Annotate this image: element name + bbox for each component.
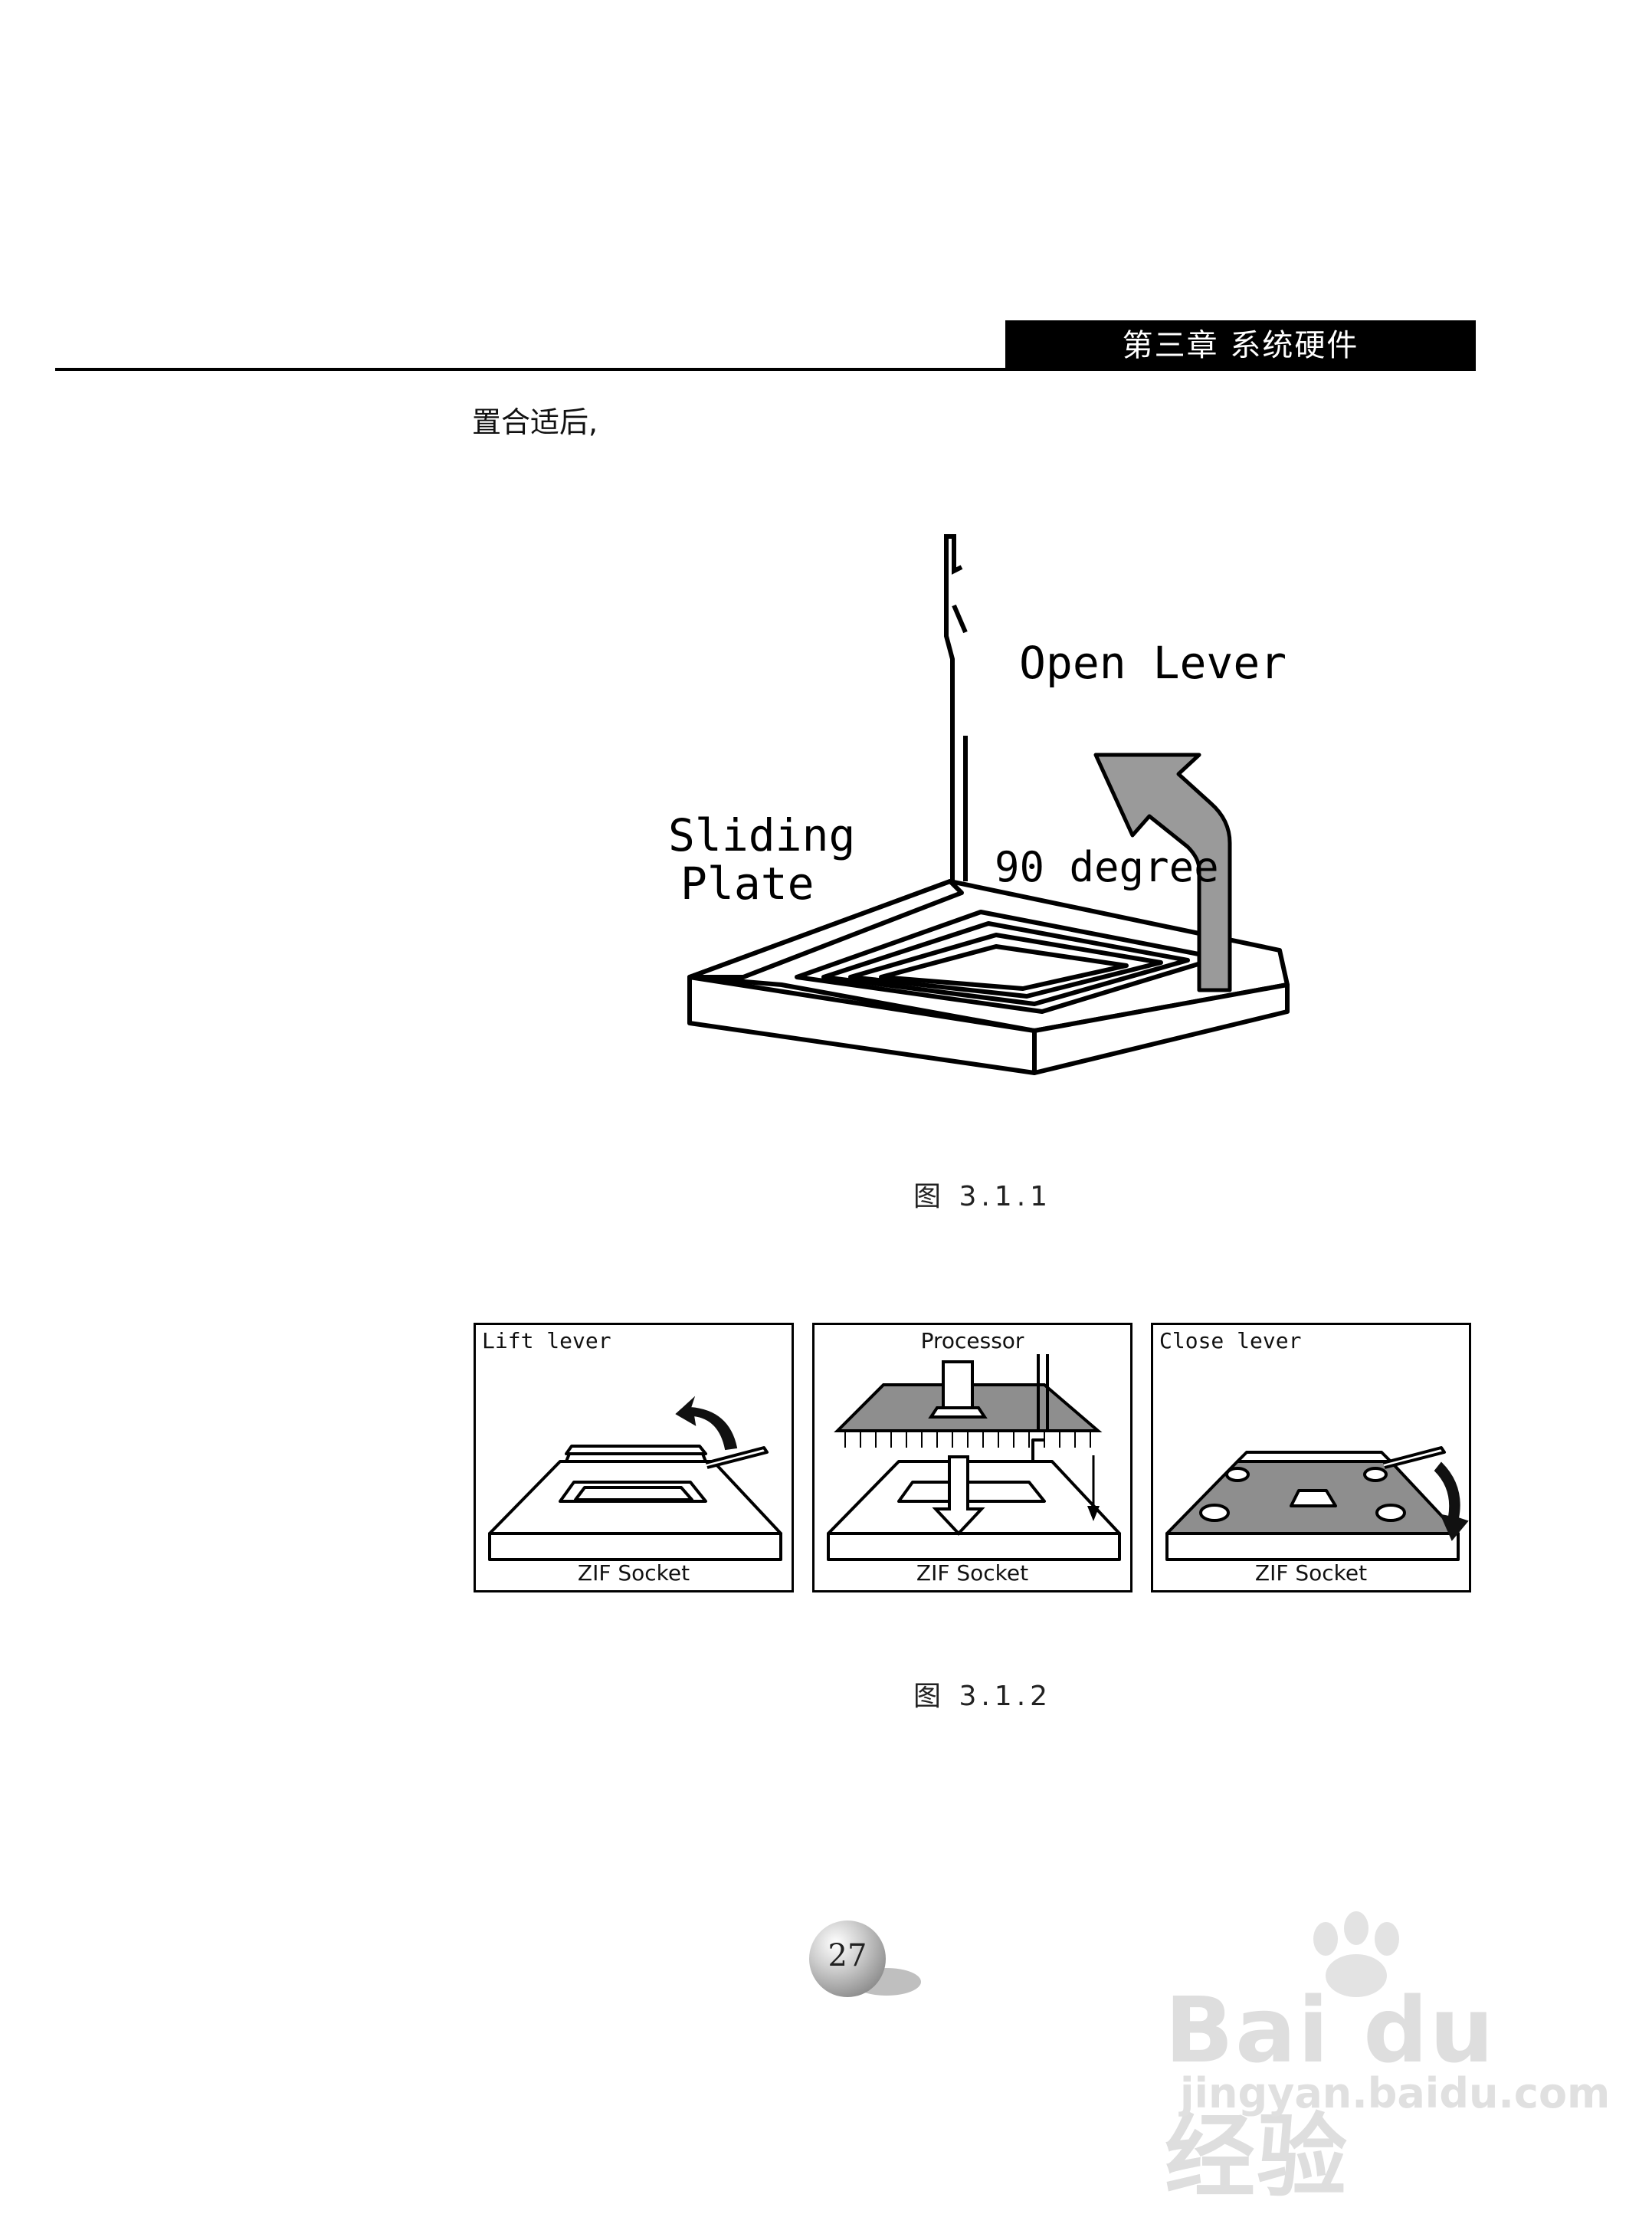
- panel-close-lever: Close lever ZIF Socket: [1151, 1323, 1471, 1592]
- lever: [944, 534, 968, 881]
- socket-inner-2: [821, 921, 1190, 1006]
- small-down-arrow-icon: [1087, 1506, 1100, 1521]
- socket-inner-4: [879, 944, 1129, 991]
- body-text: 置合适后,: [472, 405, 598, 439]
- socket-inner-3: [848, 933, 1163, 999]
- lift-lever-illustration: [488, 1396, 782, 1561]
- paw-icon: [1313, 1911, 1399, 1997]
- panel-title: Lift lever: [482, 1328, 611, 1353]
- panel-title: Processor: [920, 1328, 1024, 1353]
- close-lever-illustration: [1165, 1446, 1469, 1561]
- degree-label: 90 degree: [995, 843, 1219, 891]
- socket-lever-diagram: Open Lever Sliding Plate 90 degree: [668, 534, 1290, 1075]
- socket-right-face: [1032, 982, 1290, 1075]
- close-arrow-icon: [1434, 1461, 1469, 1541]
- figure-caption-1: 图 3.1.1: [913, 1181, 1053, 1212]
- panel-lift-lever: Lift lever ZIF Socket: [474, 1323, 794, 1592]
- header-rule: [55, 368, 1005, 371]
- page-number: 27: [809, 1920, 886, 1997]
- baidu-watermark: Bai du 经验 jingyan.baidu.com: [1165, 1911, 1610, 2209]
- open-lever-label: Open Lever: [1019, 637, 1287, 689]
- panel-processor: Processor ZIF Socket: [812, 1323, 1132, 1592]
- sliding-label: Sliding: [668, 809, 855, 861]
- open-arrow-icon: [1093, 753, 1232, 992]
- chapter-header: 第三章 系统硬件: [1005, 320, 1476, 371]
- plate-label: Plate: [680, 858, 815, 910]
- watermark-url: jingyan.baidu.com: [1180, 2069, 1611, 2117]
- down-arrow-icon: [932, 1455, 985, 1536]
- panel-footer: ZIF Socket: [916, 1560, 1029, 1586]
- processor-illustration: [827, 1354, 1121, 1561]
- page-number-badge: 27: [809, 1920, 924, 2005]
- sliding-plate-edge: [687, 879, 964, 979]
- lift-arrow-icon: [675, 1396, 738, 1451]
- panel-title: Close lever: [1159, 1328, 1302, 1353]
- panel-footer: ZIF Socket: [1254, 1560, 1368, 1586]
- figure-caption-2: 图 3.1.2: [913, 1681, 1053, 1712]
- panel-footer: ZIF Socket: [577, 1560, 690, 1586]
